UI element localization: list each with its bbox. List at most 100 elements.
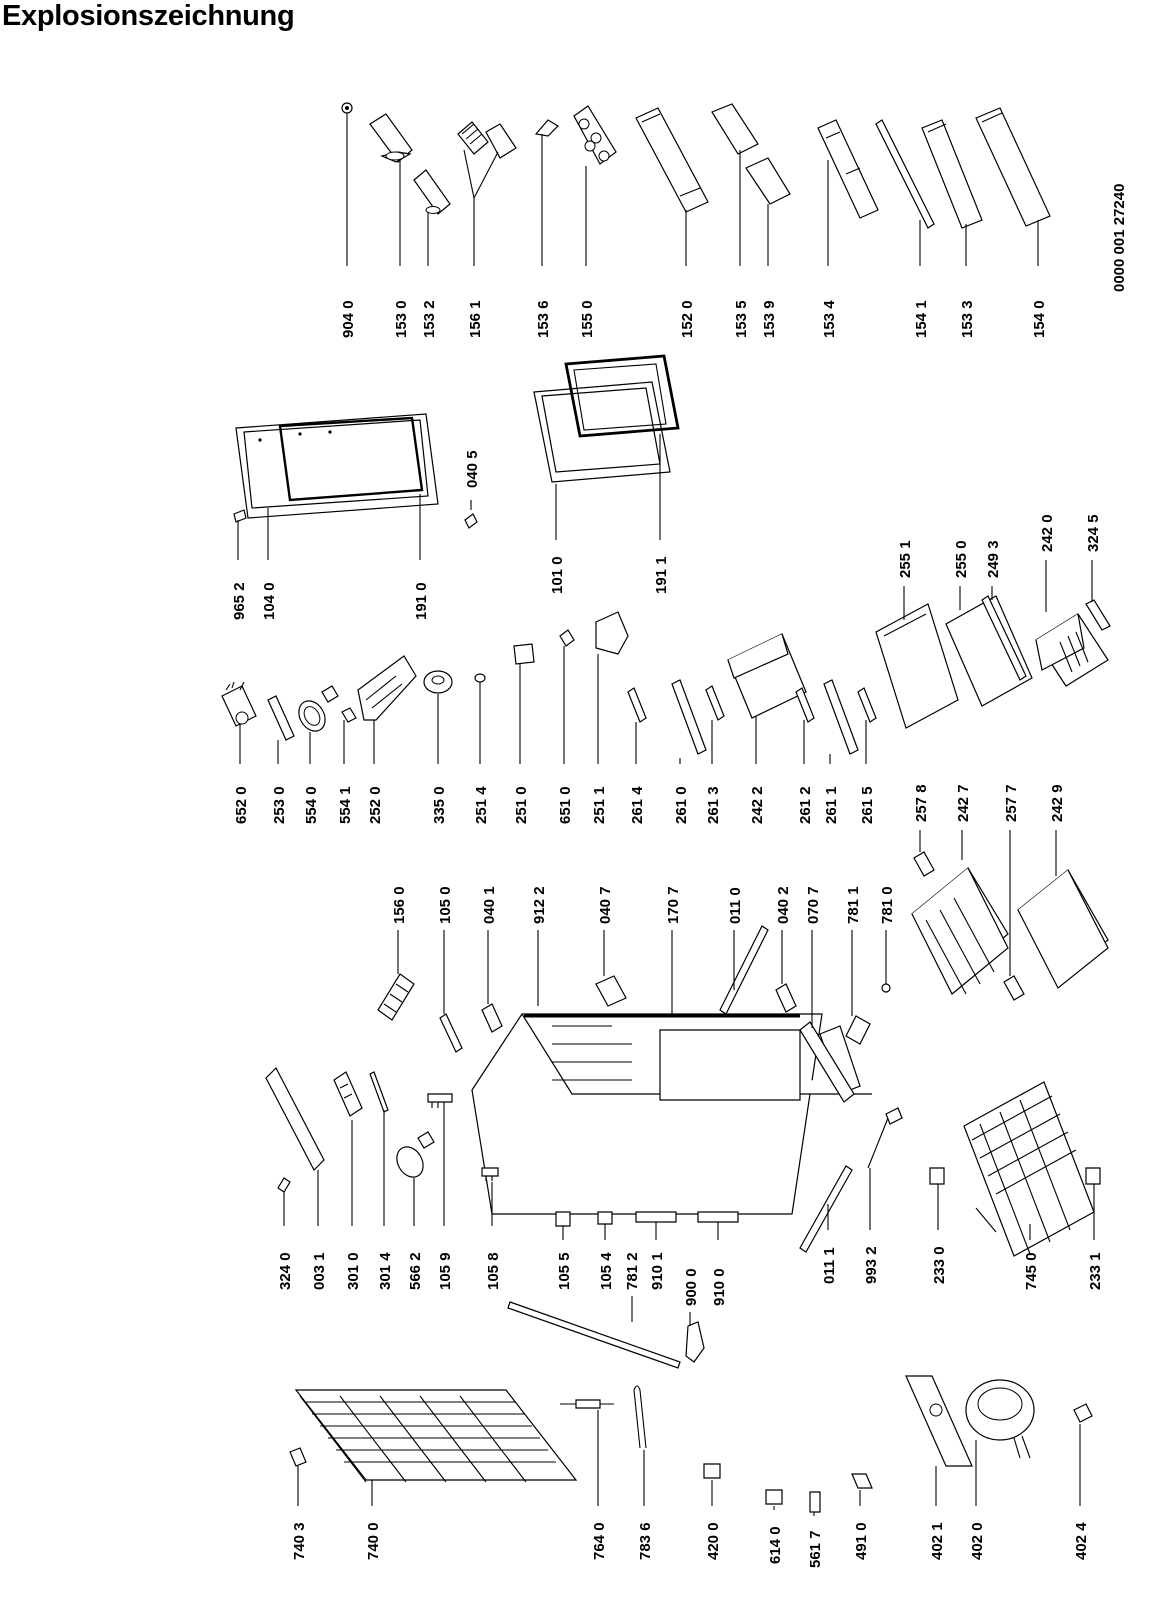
- callout-label: 242 7: [955, 784, 972, 822]
- callout-label: 251 0: [513, 786, 530, 824]
- callout-label: 740 0: [365, 1522, 382, 1560]
- part-cover-1050: [439, 1013, 463, 1053]
- part-door-gasket-1911: [564, 354, 680, 438]
- callout-label: 257 7: [1003, 784, 1020, 822]
- callout-label: 153 0: [393, 300, 410, 338]
- part-door-shelf-1535: [711, 103, 759, 155]
- part-rail-2615: [857, 687, 877, 723]
- callout-label: 191 0: [413, 582, 430, 620]
- callout-label: 105 4: [598, 1252, 615, 1290]
- part-clip-0405: [464, 513, 478, 529]
- part-drawer-2420: [1035, 613, 1109, 687]
- callout-label: 904 0: [340, 300, 357, 338]
- callout-label: 154 1: [913, 300, 930, 338]
- part-door-shelf-1539: [745, 157, 791, 205]
- part-clip-2331: [1085, 1167, 1101, 1185]
- callout-label: 040 1: [481, 886, 498, 924]
- callout-label: 301 4: [377, 1252, 394, 1290]
- part-rail-2614: [627, 687, 647, 723]
- part-rail-2611: [823, 679, 859, 755]
- callout-label: 566 2: [407, 1252, 424, 1290]
- callout-label: 651 0: [557, 786, 574, 824]
- callout-label: 614 0: [767, 1526, 784, 1564]
- part-lamp-5541: [341, 707, 357, 723]
- part-knob-shaft-2530: [267, 695, 295, 741]
- callout-label: 156 0: [391, 886, 408, 924]
- part-strip-2493: [981, 595, 1027, 681]
- callout-label: 011 0: [727, 887, 744, 924]
- part-compressor-plate-4021: [905, 1375, 973, 1467]
- callout-label: 040 5: [464, 450, 481, 488]
- callout-label: 561 7: [807, 1530, 824, 1568]
- callout-label: 993 2: [863, 1246, 880, 1284]
- part-ice-tray-1560: [377, 973, 415, 1021]
- part-panel-0707: [799, 1021, 855, 1103]
- callout-label: 912 2: [531, 886, 548, 924]
- part-door-gasket-1910: [278, 416, 424, 502]
- callout-label: 783 6: [637, 1522, 654, 1560]
- callout-label: 105 5: [556, 1252, 573, 1290]
- document-number: 0000 001 27240: [1111, 184, 1128, 292]
- page-title: Explosionszeichnung: [2, 0, 295, 32]
- part-cap-9652: [233, 509, 247, 523]
- callout-labels: 904 0 153 0 153 2 156 1 153 6 155 0 152 …: [231, 300, 1104, 1568]
- callout-label: 781 1: [845, 886, 862, 924]
- callout-label: 153 6: [535, 300, 552, 338]
- part-cabinet-1707: [471, 1013, 872, 1215]
- part-cap-4200: [703, 1463, 721, 1479]
- part-lamp-5662: [396, 1131, 435, 1178]
- callout-label: 745 0: [1023, 1252, 1040, 1290]
- part-compressor-4020: [965, 1379, 1035, 1459]
- callout-label: 261 1: [823, 786, 840, 824]
- part-label-2510: [513, 643, 535, 665]
- part-cap-3240: [277, 1177, 291, 1193]
- callout-label: 261 3: [705, 786, 722, 824]
- part-strip-0111: [799, 1165, 853, 1253]
- part-condenser-7400: [294, 1389, 578, 1483]
- part-clip-4024: [1073, 1403, 1093, 1423]
- callout-label: 910 1: [649, 1252, 666, 1290]
- callout-label: 257 8: [913, 784, 930, 822]
- part-door-1010: [533, 381, 671, 483]
- part-grille-7811: [845, 1015, 871, 1045]
- callout-label: 255 0: [953, 540, 970, 578]
- callout-label: 152 0: [679, 300, 696, 338]
- callout-label: 242 2: [749, 786, 766, 824]
- part-capillary-7836: [633, 1385, 647, 1449]
- part-strip-3014: [369, 1071, 389, 1113]
- part-drier-7640: [560, 1399, 614, 1409]
- callout-label: 040 2: [775, 886, 792, 924]
- callout-leaders: [237, 113, 1095, 1516]
- part-door-shelf-1540: [975, 107, 1051, 227]
- part-egg-rack-1530: [369, 113, 413, 163]
- callout-label: 900 0: [683, 1268, 700, 1306]
- part-cover-9101: [635, 1211, 677, 1223]
- part-door-shelf-1520: [635, 107, 709, 213]
- part-bottle-clip-1532: [413, 169, 451, 215]
- part-butter-dish-1561: [457, 121, 517, 159]
- part-bracket-3010: [333, 1071, 363, 1117]
- part-hinge-0402: [775, 983, 797, 1013]
- callout-label: 242 9: [1049, 784, 1066, 822]
- callout-label: 965 2: [231, 582, 248, 620]
- callout-label: 251 4: [473, 786, 490, 824]
- callout-label: 764 0: [591, 1522, 608, 1560]
- part-grille-1059: [427, 1093, 453, 1108]
- callout-label: 402 4: [1073, 1522, 1090, 1560]
- callout-label: 040 7: [597, 886, 614, 924]
- part-shelf-2551: [875, 603, 959, 729]
- part-evaporator-7450: [963, 1081, 1095, 1257]
- callout-label: 781 2: [624, 1252, 641, 1290]
- callout-label: 402 1: [929, 1522, 946, 1560]
- part-hinge-cover-1536: [534, 119, 559, 137]
- part-screw-7810: [881, 983, 891, 993]
- callout-label: 324 0: [277, 1252, 294, 1290]
- part-cover-9100: [697, 1211, 739, 1223]
- part-strip-7812: [507, 1301, 681, 1369]
- callout-label: 554 0: [303, 786, 320, 824]
- callout-label: 011 1: [821, 1247, 838, 1284]
- part-clip-7403: [289, 1447, 307, 1467]
- callout-label: 153 3: [959, 300, 976, 338]
- part-handle-2577: [1003, 975, 1025, 1001]
